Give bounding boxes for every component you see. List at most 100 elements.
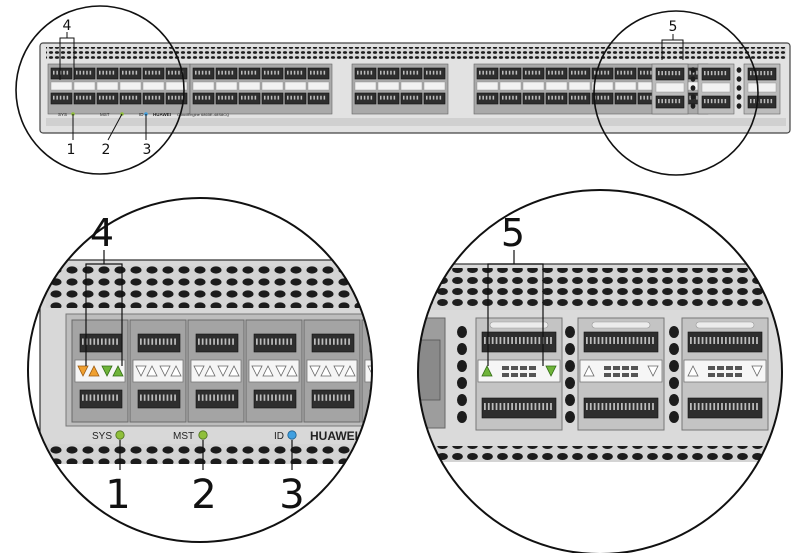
link-status-triangle: [217, 365, 229, 377]
vent-hole-pattern: [736, 103, 742, 109]
link-status-triangle: [687, 365, 699, 377]
vent-hole-pattern: [457, 377, 467, 389]
sfp-cage-icon: [261, 92, 284, 105]
zoom-circle-right: [417, 189, 783, 553]
port-status-label: [238, 81, 261, 91]
vent-hole-pattern: [565, 360, 575, 372]
link-status-triangle: [583, 365, 595, 377]
port-status-label: [701, 82, 731, 93]
vent-hole-pattern: [565, 377, 575, 389]
sfp-cage-icon: [50, 92, 73, 105]
link-status-triangle: [367, 365, 372, 377]
callout-5-small: 5: [669, 19, 678, 35]
vent-hole-pattern: [690, 85, 696, 91]
link-status-triangle: [333, 365, 345, 377]
sfp-cage-icon: [354, 67, 377, 80]
sfp-cage-icon: [50, 67, 73, 80]
callout-4-small: 4: [63, 18, 72, 34]
vent-hole-pattern: [736, 94, 742, 100]
qsfp-port-row-overview: [651, 63, 781, 115]
port-status-label: [142, 81, 165, 91]
port-status-label: [165, 81, 188, 91]
sfp-cage-icon: [119, 92, 142, 105]
port-status-label: [423, 81, 446, 91]
magnify-circle-left: [15, 5, 185, 175]
sys-label-small: SYS: [58, 112, 67, 117]
sfp-cage-icon: [73, 92, 96, 105]
id-led: [287, 430, 297, 440]
port-status-label: [579, 359, 663, 383]
callout-leaders-top: [59, 32, 684, 141]
port-status-label: [261, 81, 284, 91]
id-label: ID: [274, 431, 284, 442]
link-status-triangle: [101, 365, 113, 377]
sfp-cage-icon: [423, 92, 446, 105]
callout-2-small: 2: [102, 142, 111, 158]
port-status-label: [568, 81, 591, 91]
sfp-cage-icon: [165, 67, 188, 80]
link-status-triangle: [379, 366, 389, 376]
sfp-cage-icon: [142, 92, 165, 105]
link-status-triangle: [344, 365, 356, 377]
partial-port: [418, 339, 441, 401]
callout-leaders-left: [85, 250, 293, 470]
port-status-label: [190, 359, 242, 383]
vent-hole-pattern: [690, 103, 696, 109]
port-status-label: [614, 81, 637, 91]
vent-hole-pattern: [457, 360, 467, 372]
link-status-triangle: [403, 366, 413, 376]
sfp-cage-icon: [591, 92, 614, 105]
link-status-triangle: [251, 365, 263, 377]
vent-hole-pattern: [457, 343, 467, 355]
sfp-cage-icon: [307, 67, 330, 80]
vent-hole-pattern: [457, 411, 467, 423]
switch-overview: SYS MST ID HUAWEI CloudEngine 6865E-48S8…: [15, 5, 791, 176]
link-status-triangle: [170, 365, 182, 377]
vent-hole-pattern: [690, 94, 696, 100]
port-status-label: [192, 81, 215, 91]
sfp-cage-icon: [192, 67, 215, 80]
vent-hole-pattern: [669, 377, 679, 389]
port-status-label: [377, 81, 400, 91]
port-status-label: [683, 359, 767, 383]
sfp-port-row-overview: [47, 63, 709, 115]
port-status-label: [545, 81, 568, 91]
vent-hole-pattern: [736, 67, 742, 73]
port-status-label: [354, 81, 377, 91]
sfp-cage-icon: [165, 92, 188, 105]
sfp-cage-icon: [354, 92, 377, 105]
link-status-triangle: [286, 365, 298, 377]
sfp-cage-icon: [261, 67, 284, 80]
sfp-cage-icon: [377, 67, 400, 80]
brand-label: HUAWEI: [310, 429, 358, 443]
sfp-cage-icon: [238, 67, 261, 80]
port-status-label: [248, 359, 300, 383]
sfp-cage-icon: [400, 92, 423, 105]
link-status-triangle: [481, 365, 493, 377]
link-status-triangle: [392, 366, 402, 376]
port-status-label: [307, 81, 330, 91]
callout-3: 3: [279, 472, 304, 518]
vent-hole-pattern: [669, 411, 679, 423]
vent-hole-pattern: [565, 411, 575, 423]
port-status-label: [132, 359, 184, 383]
callout-1: 1: [105, 472, 130, 518]
link-status-triangle: [320, 365, 332, 377]
sfp-cage-icon: [701, 95, 731, 109]
id-label-small: ID: [139, 112, 144, 117]
sfp-cage-icon: [614, 92, 637, 105]
sfp-cage-icon: [142, 67, 165, 80]
sfp-cage-icon: [591, 67, 614, 80]
vent-hole-pattern: [669, 326, 679, 338]
vent-hole-pattern: [565, 326, 575, 338]
model-small: CloudEngine 6865E-48S8CQ: [177, 112, 229, 117]
vent-hole-pattern: [736, 85, 742, 91]
port-status-label: [655, 82, 685, 93]
zoom-circle-left: [27, 197, 373, 543]
port-status-label: [522, 81, 545, 91]
sfp-cage-icon: [215, 67, 238, 80]
link-status-triangle: [88, 365, 100, 377]
link-status-triangle: [228, 365, 240, 377]
link-status-triangle: [545, 365, 557, 377]
link-status-triangle: [309, 365, 321, 377]
